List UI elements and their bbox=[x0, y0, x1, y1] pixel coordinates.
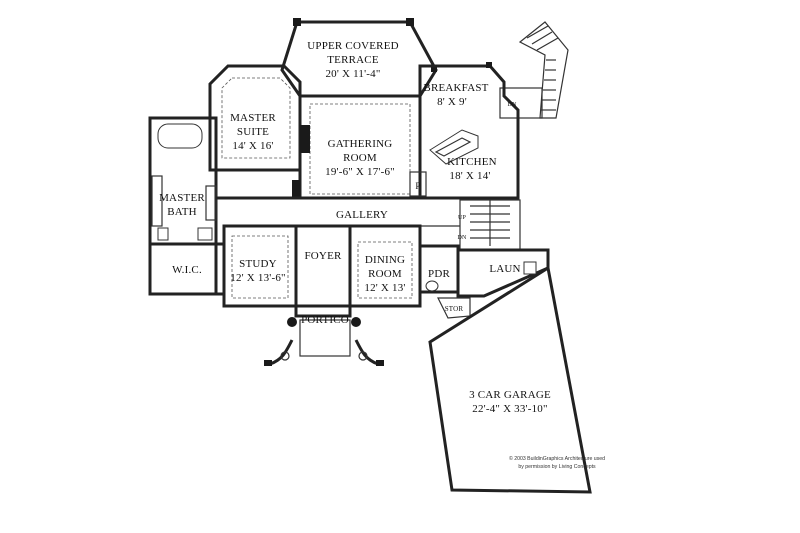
main-house-walls bbox=[148, 62, 550, 319]
foyer-label: FOYER bbox=[304, 250, 342, 262]
kitchen-dims: 18' X 14' bbox=[449, 170, 490, 182]
copyright-line-2: by permission by Living Concepts bbox=[518, 464, 596, 470]
dining-label-1: DINING bbox=[365, 254, 405, 266]
stair-dn-mark: DN bbox=[457, 235, 467, 241]
storage-label: STOR bbox=[445, 305, 464, 313]
garage-dims: 22'-4" X 33'-10" bbox=[472, 403, 547, 415]
laundry-label: LAUN bbox=[489, 263, 520, 275]
portico-label: PORTICO bbox=[301, 314, 349, 326]
master-bath-label-2: BATH bbox=[167, 206, 197, 218]
master-suite-dims: 14' X 16' bbox=[232, 140, 273, 152]
breakfast-label: BREAKFAST bbox=[423, 82, 488, 94]
gathering-label-1: GATHERING bbox=[328, 138, 393, 150]
deck-stair bbox=[499, 21, 569, 119]
gathering-label-2: ROOM bbox=[343, 152, 377, 164]
copyright-line-1: © 2003 BuildinGraphics Architecture used bbox=[509, 455, 605, 462]
garage-walls bbox=[428, 265, 592, 494]
dining-label-2: ROOM bbox=[368, 268, 402, 280]
garage-label: 3 CAR GARAGE bbox=[469, 389, 551, 401]
study-label: STUDY bbox=[239, 258, 277, 270]
portico bbox=[264, 317, 384, 366]
pdr-label: PDR bbox=[428, 268, 450, 280]
master-bath-label-1: MASTER bbox=[159, 192, 205, 204]
breakfast-dims: 8' X 9' bbox=[437, 96, 467, 108]
gallery-label: GALLERY bbox=[336, 209, 388, 221]
gathering-dims: 19'-6" X 17'-6" bbox=[325, 166, 395, 178]
wic-label: W.I.C. bbox=[172, 264, 202, 276]
deck-dn-mark: DN bbox=[507, 102, 517, 108]
stair-up-mark: UP bbox=[458, 215, 467, 221]
study-dims: 12' X 13'-6" bbox=[230, 272, 285, 284]
terrace-label-2: TERRACE bbox=[327, 54, 379, 66]
pantry-mark: P bbox=[415, 181, 420, 191]
dining-dims: 12' X 13' bbox=[364, 282, 405, 294]
master-suite-label-2: SUITE bbox=[237, 126, 269, 138]
master-suite-label-1: MASTER bbox=[230, 112, 276, 124]
terrace-label-1: UPPER COVERED bbox=[307, 40, 399, 52]
terrace-dims: 20' X 11'-4" bbox=[325, 68, 380, 80]
kitchen-label: KITCHEN bbox=[447, 156, 497, 168]
